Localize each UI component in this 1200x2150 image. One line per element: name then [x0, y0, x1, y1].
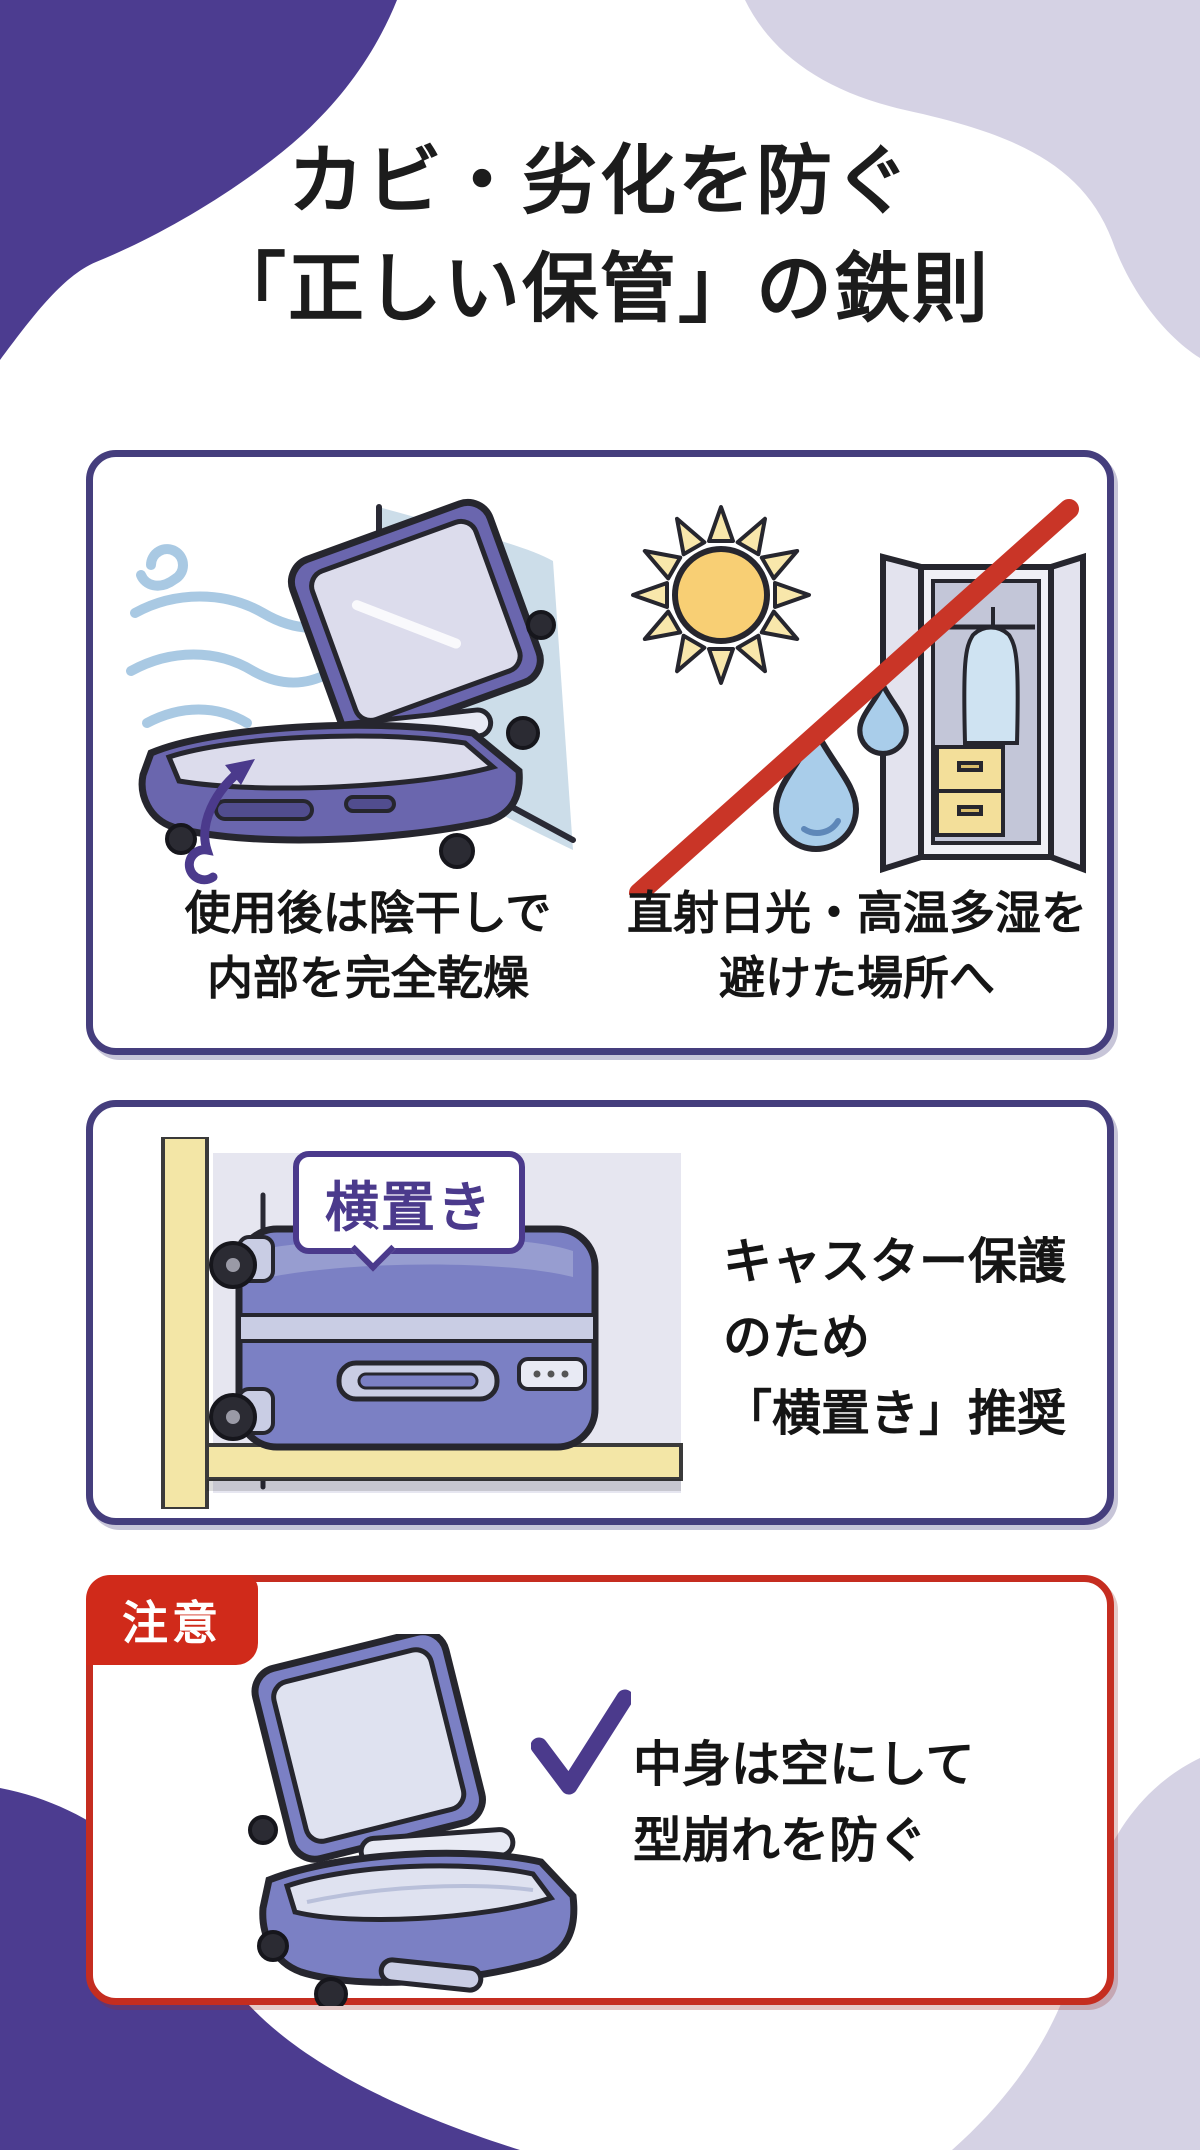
caption-avoid-sun-line1: 直射日光・高温多湿を [627, 887, 1087, 939]
suitcase-wheels [165, 610, 556, 869]
suitcase-lock [517, 1357, 587, 1391]
checkmark-icon [531, 1689, 631, 1795]
no-slash-icon [629, 499, 1079, 895]
blob-top-left [0, 0, 397, 360]
panel-horizontal: 横置き キャスター保護のため 「横置き」推奨 [86, 1100, 1114, 1525]
text-keep-empty: 中身は空にして 型崩れを防ぐ [633, 1728, 1053, 1880]
suitcase-air-dry-illustration [126, 498, 576, 885]
text-keep-empty-line2: 型崩れを防ぐ [633, 1813, 928, 1868]
text-caster-protection: キャスター保護のため 「横置き」推奨 [723, 1225, 1103, 1453]
caption-avoid-sun: 直射日光・高温多湿を 避けた場所へ [607, 881, 1107, 1012]
hanging-coat [962, 625, 1020, 745]
page-title-line1: カビ・劣化を防ぐ [288, 139, 912, 224]
sun-icon [631, 505, 811, 685]
caption-air-dry: 使用後は陰干しで 内部を完全乾燥 [113, 881, 623, 1012]
shelf-shadow [207, 1479, 681, 1491]
suitcase-flat [209, 1225, 599, 1451]
shelf-storage-illustration [161, 1137, 683, 1509]
suitcase-handle [378, 1957, 484, 1993]
suitcase-lid [287, 498, 544, 743]
blob-bottom-right [952, 1758, 1200, 2150]
page-title-line2: 「正しい保管」の鉄則 [210, 246, 990, 332]
text-caster-line2: 「横置き」推奨 [723, 1386, 1067, 1441]
wardrobe-door-right [1048, 552, 1086, 874]
water-drops-icon [772, 679, 909, 852]
suitcase-wheels [248, 1815, 348, 2006]
suitcase-lid [251, 1634, 486, 1863]
caption-air-dry-line2: 内部を完全乾燥 [207, 952, 529, 1005]
suitcase-wheels [209, 1235, 275, 1441]
panel-caution: 注意 中身は空にし [86, 1575, 1114, 2006]
caution-badge-label: 注意 [122, 1597, 222, 1649]
caption-avoid-sun-line2: 避けた場所へ [719, 952, 995, 1005]
suitcase-base [259, 1849, 578, 1993]
curved-arrow-icon [184, 759, 255, 885]
wardrobe-icon [880, 552, 1086, 874]
no-sun-humidity-illustration [629, 499, 1086, 895]
suitcase-base [138, 721, 523, 844]
shelf-post [161, 1137, 209, 1509]
speech-bubble-yokooki: 横置き [293, 1151, 525, 1272]
caution-badge: 注意 [86, 1575, 258, 1665]
blob-top-right [745, 0, 1200, 358]
speech-bubble-label: 横置き [325, 1178, 493, 1238]
page-title: カビ・劣化を防ぐ 「正しい保管」の鉄則 [0, 128, 1200, 344]
text-caster-line1: キャスター保護のため [723, 1235, 1067, 1365]
panel-drying: 使用後は陰干しで 内部を完全乾燥 直射日光・高温多湿を 避けた場所へ [86, 450, 1114, 1055]
wardrobe-drawers [935, 745, 1005, 837]
text-keep-empty-line1: 中身は空にして [633, 1738, 975, 1792]
caption-air-dry-line1: 使用後は陰干しで [184, 887, 552, 939]
empty-suitcase-illustration [248, 1634, 578, 2006]
